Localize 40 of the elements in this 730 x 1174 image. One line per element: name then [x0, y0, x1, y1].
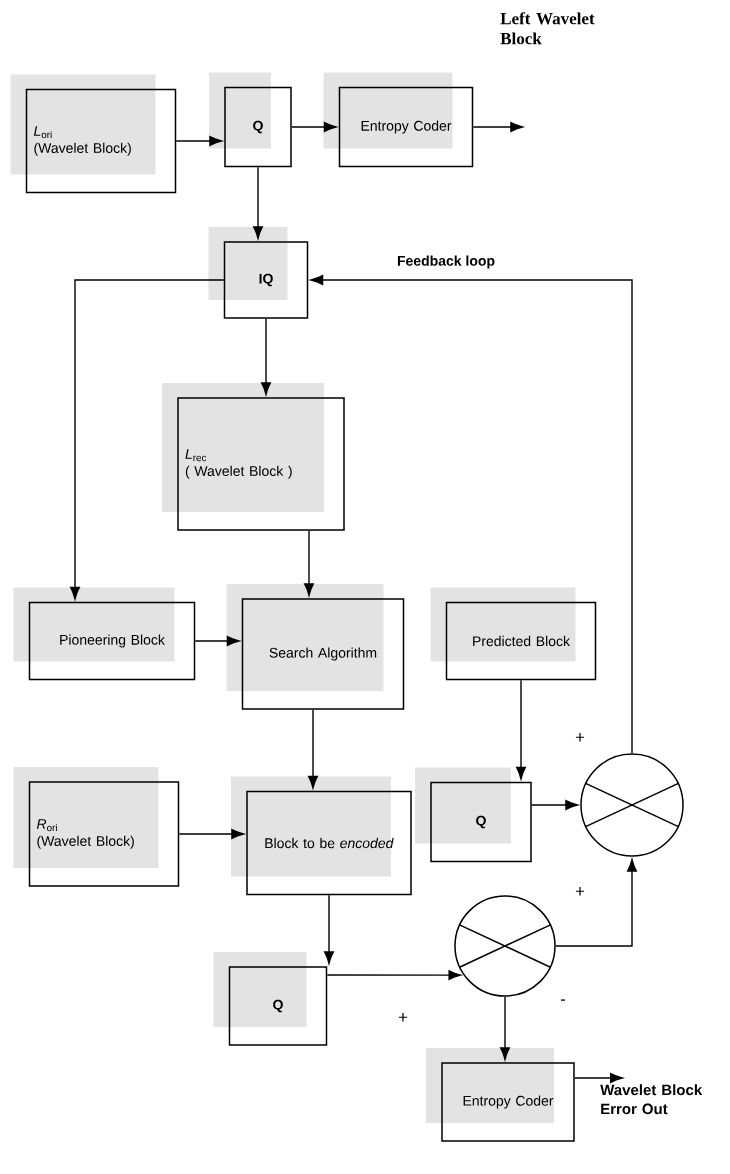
plus-sign: +: [575, 733, 585, 742]
caption-text: Wavelet Block Error Out: [600, 1084, 703, 1115]
process-box: IQ: [223, 241, 309, 319]
process-box: Block to be encoded: [246, 790, 412, 896]
process-box: Search Algorithm: [241, 598, 405, 710]
arrow: [178, 829, 244, 839]
arrow: [500, 996, 510, 1060]
plus-sign: +: [575, 887, 585, 896]
edge-label: Feedback loop: [395, 253, 497, 271]
plus-sign: +: [398, 1013, 408, 1022]
process-box: Entropy Coder: [441, 1062, 575, 1142]
arrow: [531, 800, 578, 810]
arrow: [472, 122, 523, 132]
arrow: [555, 859, 637, 947]
arrow: [70, 279, 225, 600]
process-box: L$_{ori}$ (Wavelet Block): [25, 88, 177, 194]
process-box: R$_{ori}$ (Wavelet Block): [28, 781, 180, 887]
minus-sign: -: [560, 999, 566, 1001]
arrow: [574, 1073, 623, 1083]
arrow: [261, 318, 271, 395]
process-box: L$_{rec}$ ( Wavelet Block ): [177, 397, 345, 531]
process-box: Predicted Block: [445, 601, 597, 681]
process-box: Q: [228, 966, 328, 1046]
arrow: [310, 275, 633, 754]
process-box: Pioneering Block: [28, 601, 196, 681]
process-box: Q: [430, 781, 532, 863]
arrow: [326, 970, 462, 981]
arrow: [253, 166, 263, 239]
summing-junction: [580, 753, 684, 857]
arrow: [194, 636, 240, 646]
arrow: [324, 894, 334, 964]
arrow: [304, 530, 314, 596]
arrow: [308, 709, 318, 789]
arrow: [516, 679, 526, 780]
process-box: Entropy Coder: [338, 86, 474, 168]
caption-text: Left Wavelet Block: [500, 12, 595, 45]
arrow: [175, 136, 222, 146]
arrow: [291, 122, 337, 132]
summing-junction: [454, 895, 556, 997]
process-box: Q: [224, 86, 292, 168]
